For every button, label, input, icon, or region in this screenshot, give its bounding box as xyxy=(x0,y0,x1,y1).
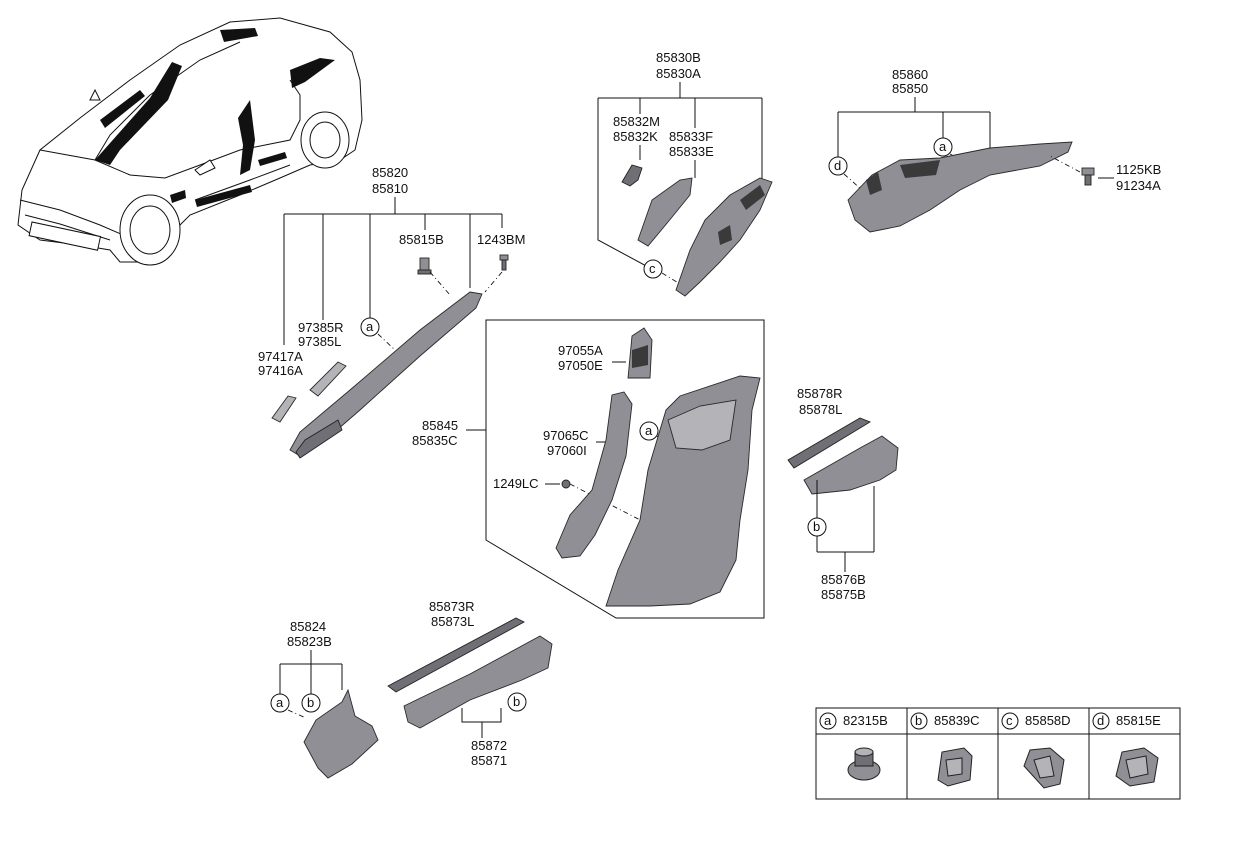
callout-85833f: 85833F xyxy=(669,129,713,144)
cowl-group: 85824 85823B a b xyxy=(270,619,379,779)
vehicle-illustration xyxy=(17,17,363,266)
part-85833 xyxy=(637,177,693,247)
marker-a: a xyxy=(933,137,953,157)
marker-b: b xyxy=(807,517,827,537)
svg-text:a: a xyxy=(824,713,832,728)
screw-1125kb xyxy=(1081,167,1095,186)
callout-97065c: 97065C xyxy=(543,428,589,443)
rear-scuff-group: 85878R 85878L b 85876B 85875B xyxy=(787,386,899,602)
callout-85833e: 85833E xyxy=(669,144,714,159)
callout-1243bm: 1243BM xyxy=(477,232,525,247)
marker-a: a xyxy=(639,421,659,441)
part-85872 xyxy=(403,635,553,729)
svg-text:b: b xyxy=(307,695,314,710)
part-85824 xyxy=(303,688,379,779)
part-85832 xyxy=(621,164,643,187)
legend-part-85839c: 85839C xyxy=(934,713,980,728)
screw-1243bm xyxy=(499,254,509,271)
callout-91234a: 91234A xyxy=(1116,178,1161,193)
part-97065c xyxy=(555,391,633,559)
callout-85832m: 85832M xyxy=(613,114,660,129)
callout-85875b: 85875B xyxy=(821,587,866,602)
legend-part-85815e: 85815E xyxy=(1116,713,1161,728)
part-85878 xyxy=(787,417,872,469)
callout-85823b: 85823B xyxy=(287,634,332,649)
callout-1125kb: 1125KB xyxy=(1116,162,1161,177)
marker-a: a xyxy=(270,693,290,713)
callout-85860: 85860 xyxy=(892,67,928,82)
svg-text:a: a xyxy=(645,423,653,438)
callout-85878r: 85878R xyxy=(797,386,843,401)
part-85876 xyxy=(803,435,899,495)
callout-85810: 85810 xyxy=(372,181,408,196)
callout-85873r: 85873R xyxy=(429,599,475,614)
svg-text:d: d xyxy=(1097,713,1104,728)
marker-d: d xyxy=(828,156,848,176)
svg-text:a: a xyxy=(939,139,947,154)
grille-97417 xyxy=(271,395,297,423)
c-pillar-group: 85830B 85830A 85832M 85832K 85833F 85833… xyxy=(597,50,773,297)
callout-97050e: 97050E xyxy=(558,358,603,373)
callout-85850: 85850 xyxy=(892,81,928,96)
marker-c: c xyxy=(643,259,663,279)
marker-b: b xyxy=(507,692,527,712)
callout-85872: 85872 xyxy=(471,738,507,753)
legend-part-85858d: 85858D xyxy=(1025,713,1071,728)
callout-85873l: 85873L xyxy=(431,614,474,629)
callout-85820: 85820 xyxy=(372,165,408,180)
callout-85830a: 85830A xyxy=(656,66,701,81)
a-pillar-group: 85820 85810 85815B 1243BM 97385R 97385L … xyxy=(258,165,525,459)
callout-97385l: 97385L xyxy=(298,334,341,349)
callout-97416a: 97416A xyxy=(258,363,303,378)
legend-cell-c: c 85858D xyxy=(1001,712,1071,789)
clip-85839c-icon xyxy=(937,747,973,787)
fastener-legend: a 82315B b 85839C c 85858D xyxy=(815,707,1181,800)
callout-85876b: 85876B xyxy=(821,572,866,587)
d-pillar-trim xyxy=(847,141,1073,233)
callout-85835c: 85835C xyxy=(412,433,458,448)
callout-97417a: 97417A xyxy=(258,349,303,364)
svg-text:a: a xyxy=(366,319,374,334)
legend-part-82315b: 82315B xyxy=(843,713,888,728)
svg-text:b: b xyxy=(813,519,820,534)
callout-97385r: 97385R xyxy=(298,320,344,335)
svg-text:b: b xyxy=(915,713,922,728)
bracket-85815b xyxy=(417,257,432,275)
callout-85815b: 85815B xyxy=(399,232,444,247)
callout-85832k: 85832K xyxy=(613,129,658,144)
clip-85858d-icon xyxy=(1023,747,1065,789)
callout-1249lc: 1249LC xyxy=(493,476,539,491)
callout-85845: 85845 xyxy=(422,418,458,433)
legend-cell-b: b 85839C xyxy=(910,712,980,787)
callout-85830b: 85830B xyxy=(656,50,701,65)
callout-97055a: 97055A xyxy=(558,343,603,358)
svg-text:b: b xyxy=(513,694,520,709)
svg-text:c: c xyxy=(649,261,656,276)
front-scuff-group: 85873R 85873L b 85872 85871 xyxy=(387,599,553,768)
callout-97060i: 97060I xyxy=(547,443,587,458)
screw-1249lc xyxy=(561,479,571,489)
clip-82315b-icon xyxy=(847,747,881,781)
callout-85871: 85871 xyxy=(471,753,507,768)
part-85873 xyxy=(387,617,525,693)
callout-85878l: 85878L xyxy=(799,402,842,417)
clip-85815e-icon xyxy=(1115,747,1159,787)
grille-97385 xyxy=(309,361,347,397)
legend-cell-a: a 82315B xyxy=(819,712,888,781)
svg-text:d: d xyxy=(834,158,841,173)
callout-85824: 85824 xyxy=(290,619,326,634)
svg-text:c: c xyxy=(1006,713,1013,728)
legend-cell-d: d 85815E xyxy=(1092,712,1161,787)
b-pillar-group: 85845 85835C 97055A 97050E 97065C 97060I… xyxy=(412,319,765,619)
marker-b: b xyxy=(301,693,321,713)
marker-a: a xyxy=(360,317,380,337)
d-pillar-group: 85860 85850 d a 1125KB 91234A xyxy=(828,67,1161,233)
svg-text:a: a xyxy=(276,695,284,710)
